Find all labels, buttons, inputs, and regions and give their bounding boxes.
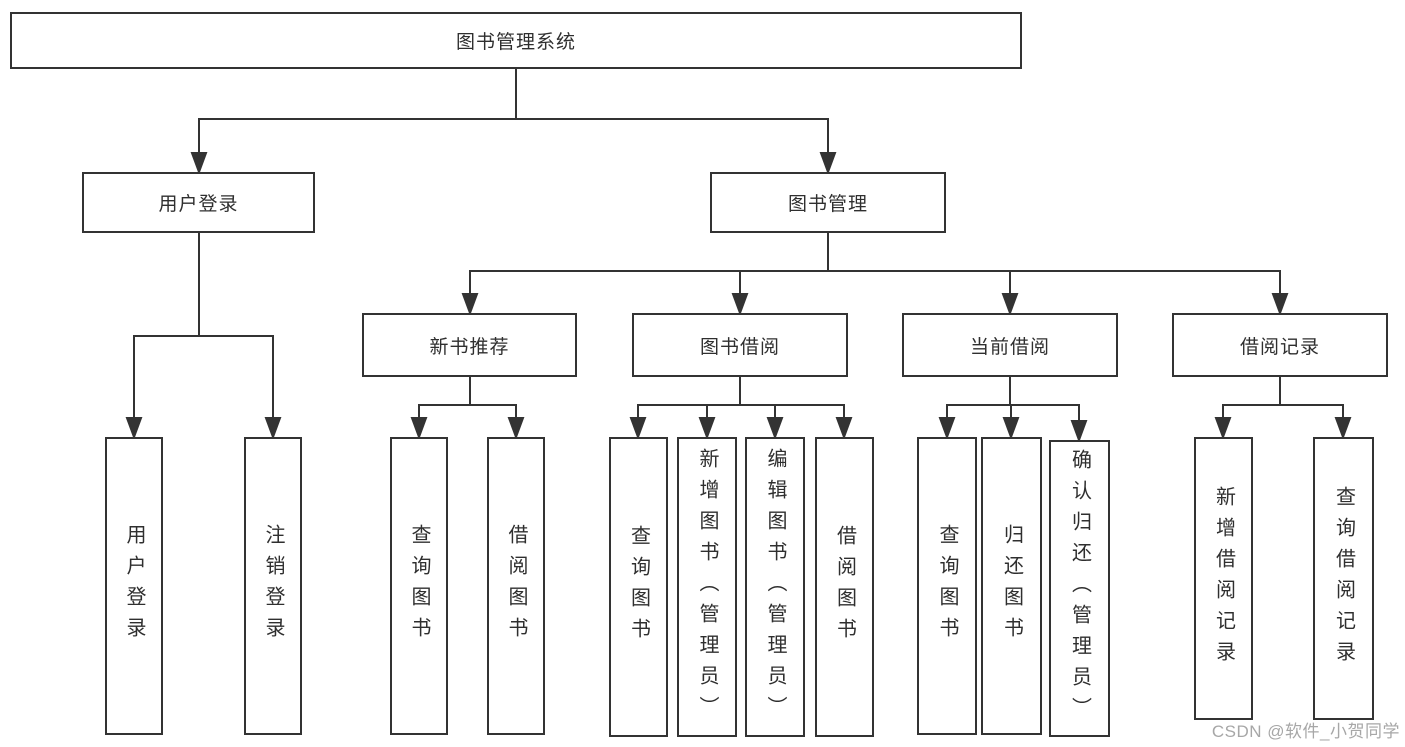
node-borrowing-records: 借阅记录 xyxy=(1172,313,1388,377)
connector-book-management-children xyxy=(461,233,1289,316)
arrow-down-icon xyxy=(938,417,956,440)
connector-current-borrow-children xyxy=(938,377,1088,443)
connector-user-login-children xyxy=(125,233,282,440)
arrow-down-icon xyxy=(410,417,428,440)
connector-book-borrow-children xyxy=(629,377,853,440)
leaf-borrow-books-recommend: 借阅图书 xyxy=(487,437,545,735)
node-book-management: 图书管理 xyxy=(710,172,946,233)
leaf-query-borrow-record: 查询借阅记录 xyxy=(1313,437,1374,720)
arrow-down-icon xyxy=(1001,293,1019,316)
arrow-down-icon xyxy=(1002,417,1020,440)
leaf-query-books-borrow: 查询图书 xyxy=(609,437,668,737)
arrow-down-icon xyxy=(819,152,837,175)
csdn-watermark: CSDN @软件_小贺同学 xyxy=(1211,722,1400,741)
leaf-add-book-admin: 新增图书（管理员） xyxy=(677,437,737,737)
arrow-down-icon xyxy=(125,417,143,440)
arrow-down-icon xyxy=(698,417,716,440)
leaf-query-books-recommend: 查询图书 xyxy=(390,437,448,735)
arrow-down-icon xyxy=(1334,417,1352,440)
arrow-down-icon xyxy=(629,417,647,440)
arrow-down-icon xyxy=(461,293,479,316)
connector-new-book-children xyxy=(410,377,525,440)
arrow-down-icon xyxy=(835,417,853,440)
leaf-confirm-return-admin: 确认归还（管理员） xyxy=(1049,440,1110,737)
arrow-down-icon xyxy=(190,152,208,175)
node-new-book-recommend: 新书推荐 xyxy=(362,313,577,377)
node-library-management-system: 图书管理系统 xyxy=(10,12,1022,69)
arrow-down-icon xyxy=(1070,420,1088,443)
arrow-down-icon xyxy=(1214,417,1232,440)
leaf-edit-book-admin: 编辑图书（管理员） xyxy=(745,437,805,737)
node-current-borrowing: 当前借阅 xyxy=(902,313,1118,377)
leaf-user-login: 用户登录 xyxy=(105,437,163,735)
arrow-down-icon xyxy=(766,417,784,440)
connector-root-to-level2 xyxy=(190,68,837,175)
node-user-login: 用户登录 xyxy=(82,172,315,233)
arrow-down-icon xyxy=(264,417,282,440)
leaf-return-books: 归还图书 xyxy=(981,437,1042,735)
leaf-logout: 注销登录 xyxy=(244,437,302,735)
arrow-down-icon xyxy=(731,293,749,316)
leaf-query-books-current: 查询图书 xyxy=(917,437,977,735)
connector-borrow-records-children xyxy=(1214,377,1352,440)
leaf-add-borrow-record: 新增借阅记录 xyxy=(1194,437,1253,720)
node-book-borrowing: 图书借阅 xyxy=(632,313,848,377)
leaf-borrow-books: 借阅图书 xyxy=(815,437,874,737)
arrow-down-icon xyxy=(1271,293,1289,316)
arrow-down-icon xyxy=(507,417,525,440)
